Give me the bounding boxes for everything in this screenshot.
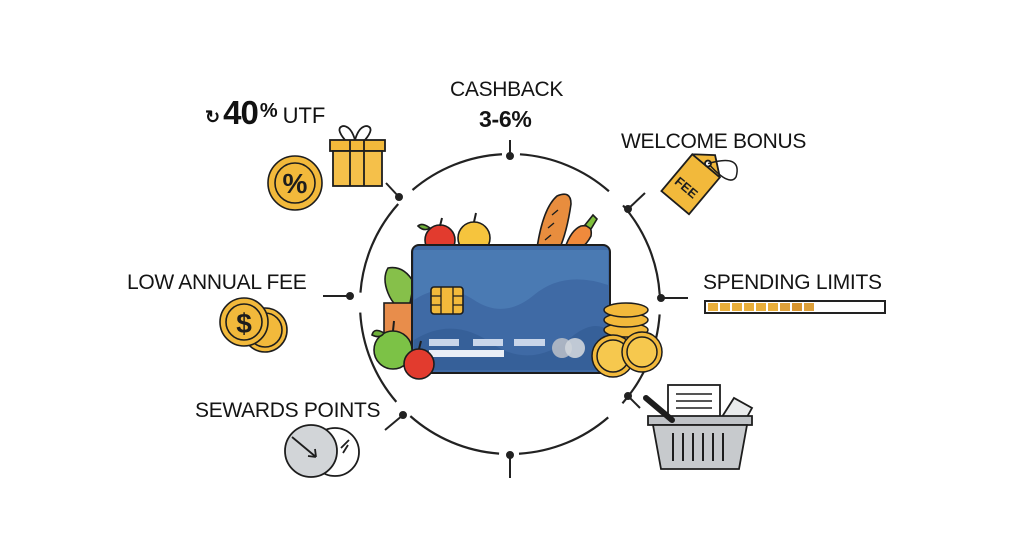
progress-segment (720, 303, 730, 311)
dollar-glyph: $ (236, 308, 252, 339)
fee-tag-icon (660, 153, 738, 216)
welcome-bonus-label: WELCOME BONUS (621, 130, 807, 153)
credit-card-icon (411, 244, 611, 374)
progress-segment (732, 303, 742, 311)
progress-segment (744, 303, 754, 311)
cashback-value: 3-6% (479, 106, 532, 132)
percent-coin-icon (267, 155, 323, 211)
discount-label: UTF (282, 103, 326, 128)
progress-segment (768, 303, 778, 311)
spending-limits-progress (704, 300, 886, 314)
coin-arrow-icon (284, 424, 360, 478)
rewards-points-label: SEWARDS POINTS (195, 399, 381, 422)
dollar-coins-icon (219, 297, 288, 353)
cashback-label: CASHBACK (450, 78, 564, 101)
progress-segment (780, 303, 790, 311)
discount-feature: ↻ 40 % UTF (205, 96, 325, 130)
discount-unit: % (259, 100, 278, 122)
low-annual-fee-label: LOW ANNUAL FEE (127, 271, 307, 294)
progress-segment (804, 303, 814, 311)
spending-limits-label: SPENDING LIMITS (703, 271, 882, 294)
shopping-basket-icon (643, 384, 754, 470)
discount-value: 40 (223, 94, 259, 131)
progress-segment (756, 303, 766, 311)
percent-glyph: % (283, 168, 308, 199)
refresh-icon: ↻ (205, 107, 221, 127)
gift-box-icon (329, 125, 386, 187)
ring-connectors (323, 140, 688, 478)
progress-segment (792, 303, 802, 311)
apples-icon (371, 320, 435, 380)
progress-segment (708, 303, 718, 311)
coin-stack-icon (591, 302, 663, 378)
